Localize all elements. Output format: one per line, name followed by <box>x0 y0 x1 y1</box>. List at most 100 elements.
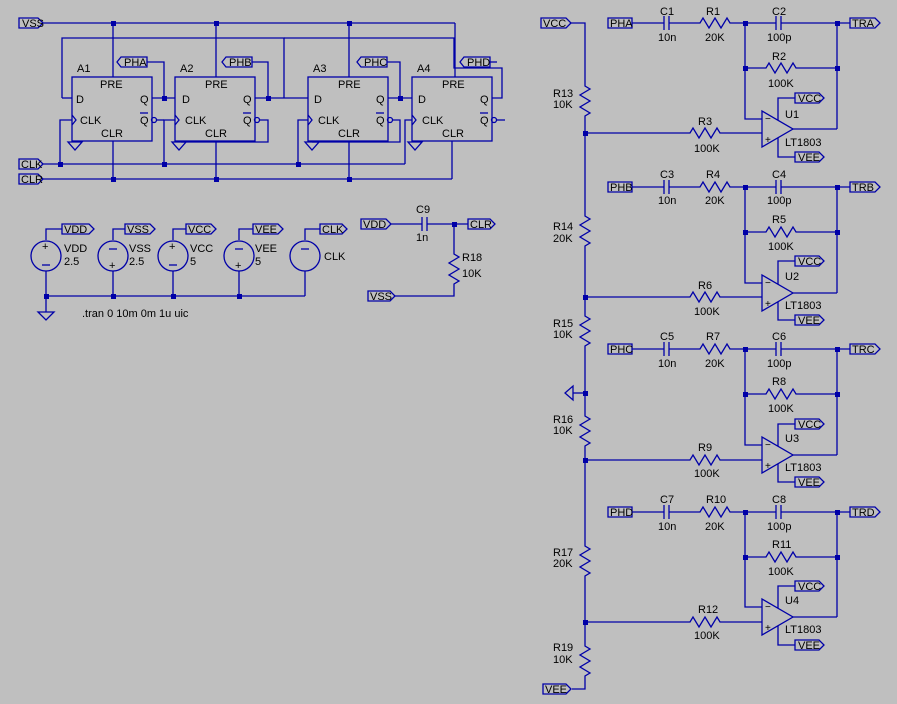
rf-ref: R5 <box>772 214 786 226</box>
opamp-ref: U2 <box>785 271 799 283</box>
net-label-clk-src: CLK <box>322 224 344 236</box>
rb-ref: R9 <box>698 442 712 454</box>
cf-ref: C6 <box>772 331 786 343</box>
ff-ref: A2 <box>180 63 193 75</box>
opamp-stage-u4: PHD TRD − + VCC VEE C7 10n R10 20K C8 10… <box>583 494 881 652</box>
ff-q-label: Q <box>480 94 489 106</box>
rin-value: 20K <box>705 195 725 207</box>
ff-d-label: D <box>314 94 322 106</box>
source-ref: VCC <box>190 243 213 255</box>
r18-value: 10K <box>462 268 482 280</box>
rb-ref: R3 <box>698 116 712 128</box>
inverting-input: − <box>765 278 771 289</box>
net-label-phd: PHD <box>467 57 490 69</box>
cf-value: 100p <box>767 521 791 533</box>
sources-section: VDD + VDD 2.5 VSS + VSS 2.5 VCC + <box>30 223 348 321</box>
net-label-phb: PHB <box>229 57 252 69</box>
ff-qbar-label: Q <box>480 115 489 127</box>
source-vss: VSS + VSS 2.5 <box>97 223 156 296</box>
net-label-u1-vee: VEE <box>798 152 820 164</box>
net-label-vee-src: VEE <box>255 224 277 236</box>
ff-qbar-label: Q <box>243 115 252 127</box>
flipflop-a4: A4 PRE D Q CLK Q CLR <box>411 63 498 142</box>
cf-value: 100p <box>767 195 791 207</box>
net-label-vcc-src: VCC <box>188 224 211 236</box>
net-label-clr-left: CLR <box>21 174 43 186</box>
ff-clk-label: CLK <box>318 115 340 127</box>
opamp-part: LT1803 <box>785 137 822 149</box>
net-label-trb: TRB <box>852 182 874 194</box>
net-label-u4-vee: VEE <box>798 640 820 652</box>
net-label-phd-in: PHD <box>610 507 633 519</box>
rb-value: 100K <box>694 306 720 318</box>
net-label-vss-src: VSS <box>127 224 149 236</box>
ff-clr-label: CLR <box>101 128 123 140</box>
cin-ref: C7 <box>660 494 674 506</box>
divider-ref: R13 <box>553 88 573 100</box>
rb-value: 100K <box>694 143 720 155</box>
flipflop-a3: A3 PRE D Q CLK Q CLR <box>307 63 394 142</box>
rin-ref: R10 <box>706 494 726 506</box>
rf-value: 100K <box>768 566 794 578</box>
cin-value: 10n <box>658 32 676 44</box>
cf-value: 100p <box>767 358 791 370</box>
source-value: 2.5 <box>129 256 144 268</box>
net-label-trc: TRC <box>852 344 875 356</box>
plus-sign: + <box>169 241 175 253</box>
divider-value: 10K <box>553 99 573 111</box>
noninverting-input: + <box>765 623 771 634</box>
ff-clk-label: CLK <box>422 115 444 127</box>
r18-ref: R18 <box>462 252 482 264</box>
ff-ref: A1 <box>77 63 90 75</box>
rin-ref: R7 <box>706 331 720 343</box>
net-label-u2-vcc: VCC <box>798 256 821 268</box>
rb-value: 100K <box>694 630 720 642</box>
net-label-trd: TRD <box>852 507 875 519</box>
cin-value: 10n <box>658 195 676 207</box>
ff-clk-label: CLK <box>185 115 207 127</box>
source-ref: VDD <box>64 243 87 255</box>
ff-pre-label: PRE <box>338 79 361 91</box>
net-label-u1-vcc: VCC <box>798 93 821 105</box>
net-label-vdd-c9: VDD <box>363 219 386 231</box>
net-label-pha-in: PHA <box>610 18 633 30</box>
source-value: 5 <box>190 256 196 268</box>
opamp-part: LT1803 <box>785 462 822 474</box>
divider-ref: R19 <box>553 642 573 654</box>
inverting-input: − <box>765 602 771 613</box>
rf-ref: R2 <box>772 51 786 63</box>
cf-ref: C8 <box>772 494 786 506</box>
rb-ref: R12 <box>698 604 718 616</box>
net-label-vcc-top: VCC <box>543 18 566 30</box>
plus-sign: + <box>109 260 115 272</box>
divider-value: 10K <box>553 329 573 341</box>
cf-value: 100p <box>767 32 791 44</box>
clr-reset-network: VDD CLR C9 1n VSS R18 10K <box>360 204 496 303</box>
cin-value: 10n <box>658 521 676 533</box>
divider-ref: R15 <box>553 318 573 330</box>
opamp-part: LT1803 <box>785 300 822 312</box>
opamp-ref: U3 <box>785 433 799 445</box>
ff-pre-label: PRE <box>442 79 465 91</box>
cin-ref: C1 <box>660 6 674 18</box>
cf-ref: C2 <box>772 6 786 18</box>
net-label-u2-vee: VEE <box>798 315 820 327</box>
rf-value: 100K <box>768 403 794 415</box>
rin-ref: R1 <box>706 6 720 18</box>
inverting-input: − <box>765 440 771 451</box>
cin-ref: C5 <box>660 331 674 343</box>
rf-value: 100K <box>768 78 794 90</box>
ff-clk-label: CLK <box>80 115 102 127</box>
divider-section: VCC VEE R13 10K R14 20K R15 10K R16 10K … <box>540 17 591 696</box>
rb-value: 100K <box>694 468 720 480</box>
divider-ref: R14 <box>553 221 573 233</box>
ff-q-label: Q <box>376 94 385 106</box>
plus-sign: + <box>42 241 48 253</box>
c9-ref: C9 <box>416 204 430 216</box>
cf-ref: C4 <box>772 169 786 181</box>
source-value: 2.5 <box>64 256 79 268</box>
ff-q-label: Q <box>243 94 252 106</box>
noninverting-input: + <box>765 135 771 146</box>
net-label-vss-top: VSS <box>22 18 44 30</box>
